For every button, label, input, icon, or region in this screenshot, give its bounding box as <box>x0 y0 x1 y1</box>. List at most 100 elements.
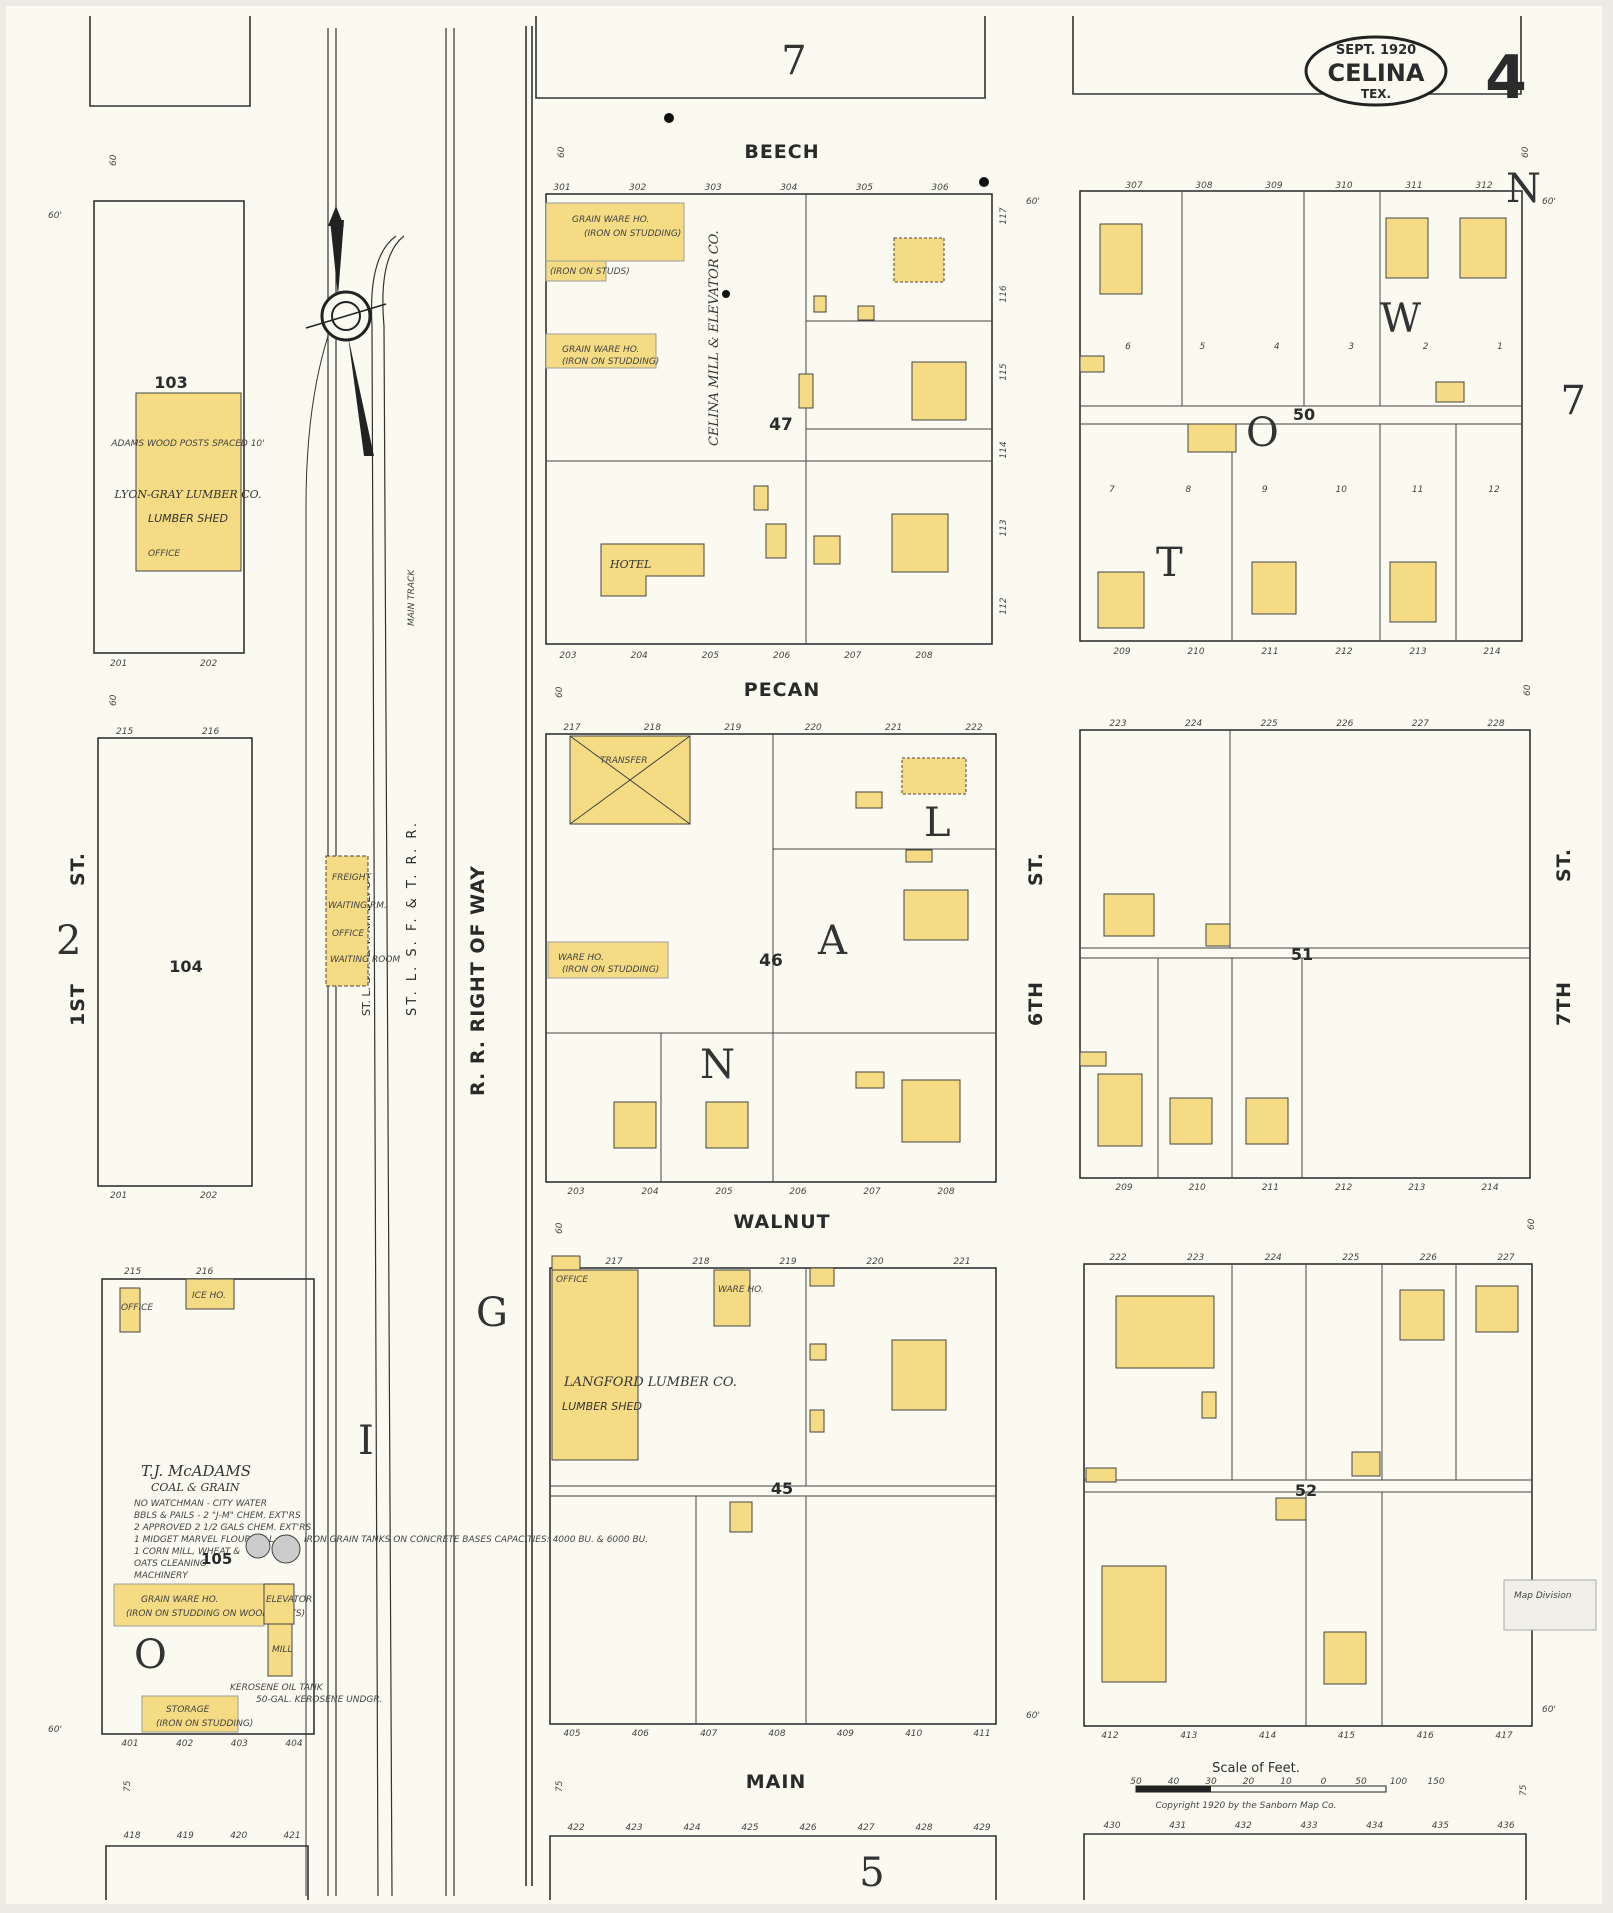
map-division-stamp: Map Division <box>1503 1579 1597 1631</box>
b105bottom-lot-2: 403 <box>231 1739 248 1749</box>
b50bottom-lot-4: 213 <box>1409 647 1426 657</box>
b52bottom-lot-2: 414 <box>1259 1731 1276 1741</box>
mainL-lot-0: 418 <box>123 1831 140 1841</box>
dwelling-51b <box>1097 1073 1143 1147</box>
b51bottom-lot-0: 209 <box>1115 1183 1132 1193</box>
block-51-lot-lines <box>1080 730 1530 1178</box>
b51top-lot-2: 225 <box>1261 719 1278 729</box>
adams-note: ADAMS WOOD POSTS SPACED 10' <box>110 439 264 449</box>
map-sheet: 7 SEPT. 1920 CELINA TEX. 4 MAIN TRACK ST… <box>6 6 1602 1904</box>
lot-202-b: 202 <box>200 1191 217 1201</box>
adjacent-sheet-top: 7 <box>781 38 806 84</box>
sanborn-map: 7 SEPT. 1920 CELINA TEX. 4 MAIN TRACK ST… <box>48 16 1597 1900</box>
hydrant-marker-1 <box>664 113 674 123</box>
b46top-lot-2: 219 <box>724 723 741 733</box>
dwelling-52d <box>1101 1565 1167 1683</box>
dwelling-50d <box>1097 571 1145 629</box>
auto-52 <box>1085 1467 1117 1483</box>
b52top-lot-5: 227 <box>1497 1253 1514 1263</box>
block-south-left <box>105 1845 309 1900</box>
auto-46 <box>905 849 933 863</box>
lot-215-a: 215 <box>116 727 133 737</box>
lyon-gray-shed: LUMBER SHED <box>148 512 228 525</box>
b52bottom-lot-0: 412 <box>1101 1731 1118 1741</box>
sheet-number: 4 <box>1485 43 1527 113</box>
b45top-lot-1: 218 <box>692 1257 709 1267</box>
b47bottom-lot-3: 206 <box>773 651 790 661</box>
width-60-e: 60' <box>1026 1711 1040 1721</box>
hotel-bldg <box>600 543 705 597</box>
street-walnut: WALNUT <box>733 1211 830 1233</box>
lot-215-b: 215 <box>124 1267 141 1277</box>
grain-tank-2 <box>271 1534 301 1564</box>
scaleTicks-lot-2: 30 <box>1205 1777 1217 1787</box>
block-south-mid <box>549 1835 997 1900</box>
b47bottom-lot-4: 207 <box>844 651 861 661</box>
dwelling-50e <box>1251 561 1297 615</box>
outbldg-45c <box>729 1501 753 1533</box>
mainL-lot-3: 421 <box>283 1831 300 1841</box>
dwelling-51c <box>1169 1097 1213 1145</box>
b51bottom-lot-3: 212 <box>1335 1183 1352 1193</box>
outbldg-47d <box>753 485 769 511</box>
outbldg-46a <box>855 791 883 809</box>
block-50-outline <box>1079 190 1523 642</box>
scaleTicks-lot-0: 50 <box>1130 1777 1142 1787</box>
block-50-number: 50 <box>1293 405 1315 424</box>
mill-bldg <box>267 1623 293 1677</box>
outbldg-47a <box>813 295 827 313</box>
b52bottom-lot-4: 416 <box>1417 1731 1434 1741</box>
b45bottom-lot-6: 411 <box>973 1729 990 1739</box>
hydrant-marker-3 <box>722 290 730 298</box>
hotel-label: HOTEL <box>609 558 651 571</box>
town-letter-t: T <box>1156 540 1183 586</box>
block-52-number: 52 <box>1295 1481 1317 1500</box>
b47bottom-lot-5: 208 <box>915 651 932 661</box>
outbldg-47e <box>765 523 787 559</box>
lot-216-a: 216 <box>202 727 219 737</box>
scaleTicks-lot-7: 100 <box>1390 1777 1407 1787</box>
mcadams-sub: COAL & GRAIN <box>151 1481 240 1494</box>
width-60-n: 60 <box>1527 1218 1537 1230</box>
b50bottom-lot-0: 209 <box>1113 647 1130 657</box>
elevator-label: ELEVATOR <box>266 1595 312 1605</box>
block-46-outline <box>545 733 997 1183</box>
width-60-m: 60 <box>1523 684 1533 696</box>
b50lotsA-lot-2: 4 <box>1274 342 1280 352</box>
b45bottom-lot-0: 405 <box>563 1729 580 1739</box>
block-outline-nw <box>89 16 251 107</box>
mainM-lot-5: 427 <box>857 1823 874 1833</box>
b50lotsB-lot-2: 9 <box>1262 485 1268 495</box>
dwelling-51d <box>1245 1097 1289 1145</box>
block-104-number: 104 <box>169 957 202 976</box>
b46top-lot-4: 221 <box>885 723 902 733</box>
mcadams-note-3: 1 MIDGET MARVEL FLOUR MILL <box>134 1535 274 1545</box>
stamp-text: Map Division <box>1514 1591 1572 1601</box>
b52bottom-lot-5: 417 <box>1495 1731 1512 1741</box>
elevator-bldg <box>263 1583 295 1625</box>
width-60-f: 60' <box>1542 1705 1556 1715</box>
b50bottom-lot-2: 211 <box>1261 647 1278 657</box>
mainM-lot-4: 426 <box>799 1823 816 1833</box>
depot: FREIGHT WAITING RM. OFFICE WAITING ROOM <box>325 855 400 987</box>
iron-tanks-note: IRON GRAIN TANKS ON CONCRETE BASES CAPAC… <box>304 1535 648 1545</box>
block-46-lot-lines <box>546 734 996 1182</box>
scaleTicks-lot-5: 0 <box>1321 1777 1327 1787</box>
block-45-lot-lines <box>550 1268 996 1724</box>
b52top-lot-1: 223 <box>1187 1253 1204 1263</box>
ware-ho-2-label: WARE HO. <box>718 1285 764 1295</box>
lot-201-b: 201 <box>110 1191 127 1201</box>
b50bottom-lot-5: 214 <box>1483 647 1500 657</box>
b47right-lot-3: 114 <box>999 441 1009 458</box>
width-60-h: 60 <box>109 694 119 706</box>
waiting-rm-label: WAITING RM. <box>328 901 387 911</box>
ice-house-bldg <box>185 1278 235 1310</box>
b50lotsB-lot-0: 7 <box>1109 485 1115 495</box>
ware-ho-2-bldg <box>713 1269 751 1327</box>
